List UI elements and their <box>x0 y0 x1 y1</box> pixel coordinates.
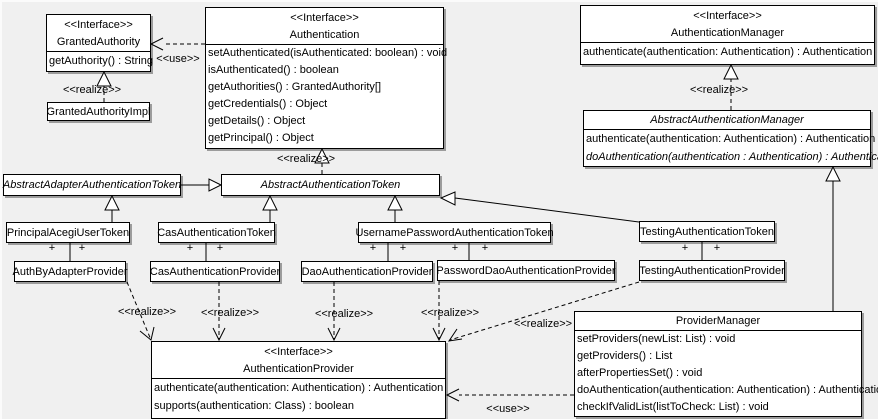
plus-marker: + <box>451 242 459 254</box>
compartment-separator: authenticate(authentication: Authenticat… <box>584 129 878 166</box>
compartment-separator: getAuthority() : String <box>47 51 153 71</box>
class-name: CasAuthenticationProvider <box>149 265 281 278</box>
class-name: AbstractAuthenticationManager <box>650 114 804 126</box>
plus-marker: + <box>186 242 194 254</box>
class-title: ProviderManager <box>575 312 861 330</box>
class-name: GrantedAuthority <box>56 36 141 48</box>
generalization-principalacegiusertoken <box>104 194 120 222</box>
realize-label: <<realize>> <box>314 308 374 320</box>
method-row: getAuthority() : String <box>49 55 153 67</box>
plus-marker: + <box>48 242 56 254</box>
class-name: UsernamePasswordAuthenticationToken <box>355 226 554 239</box>
use-label: <<use>> <box>156 53 200 65</box>
realize-label: <<realize>> <box>513 318 573 330</box>
plus-marker: + <box>78 242 86 254</box>
class-authentication-provider: <<Interface>> AuthenticationProvider aut… <box>151 341 446 419</box>
generalization-abstractadapterauthenticationtoken-abstractauthenticationtoken <box>181 178 223 192</box>
method-row: setProviders(newList: List) : void <box>577 333 736 345</box>
realize-label: <<realize>> <box>117 306 177 318</box>
use-dependency-providermanager-authenticationprovider <box>445 388 574 402</box>
class-title: <<Interface>> Authentication <box>206 8 443 44</box>
compartment-separator: authenticate(authentication: Authenticat… <box>152 378 445 415</box>
method-row: authenticate(authentication: Authenticat… <box>154 382 444 394</box>
method-row: getProviders() : List <box>577 350 673 362</box>
class-name: AuthenticationProvider <box>243 363 354 375</box>
method-row: authenticate(authentication: Authenticat… <box>583 46 873 58</box>
class-abstract-authentication-token: AbstractAuthenticationToken <box>221 174 440 196</box>
plus-marker: + <box>713 242 721 254</box>
method-row: checkIfValidList(listToCheck: List) : vo… <box>577 401 769 413</box>
class-title: AbstractAuthenticationManager <box>584 111 870 129</box>
method-row: getCredentials() : Object <box>208 98 328 110</box>
plus-marker: + <box>369 242 377 254</box>
class-principal-acegi-user-token: PrincipalAcegiUserToken <box>6 222 130 243</box>
class-name: AuthByAdapterProvider <box>12 265 128 278</box>
class-granted-authority: <<Interface>> GrantedAuthority getAuthor… <box>46 14 153 72</box>
class-name: AuthenticationManager <box>670 27 785 39</box>
generalization-providermanager-abstractauthenticationmanager <box>825 165 841 311</box>
realize-label: <<realize>> <box>276 153 336 165</box>
plus-marker: + <box>681 242 689 254</box>
stereotype-label: <<Interface>> <box>64 19 133 31</box>
class-abstract-adapter-authentication-token: AbstractAdapterAuthenticationToken <box>3 174 181 196</box>
stereotype-label: <<Interface>> <box>290 12 359 24</box>
class-auth-by-adapter-provider: AuthByAdapterProvider <box>12 261 128 282</box>
class-username-password-authentication-token: UsernamePasswordAuthenticationToken <box>355 222 554 243</box>
class-cas-authentication-provider: CasAuthenticationProvider <box>150 261 280 282</box>
class-name: DaoAuthenticationProvider <box>301 265 433 278</box>
compartment-separator: setProviders(newList: List) : void getPr… <box>575 330 878 416</box>
class-name: PasswordDaoAuthenticationProvider <box>436 264 616 277</box>
use-label: <<use>> <box>486 403 530 415</box>
method-row: getPrincipal() : Object <box>208 132 314 144</box>
compartment-separator: setAuthenticated(isAuthenticated: boolea… <box>206 44 448 147</box>
class-name: Authentication <box>289 29 360 41</box>
class-title: <<Interface>> GrantedAuthority <box>47 15 150 51</box>
class-name: GrantedAuthorityImpl <box>46 105 151 118</box>
class-authentication-manager: <<Interface>> AuthenticationManager auth… <box>580 5 875 65</box>
realize-label: <<realize>> <box>420 307 480 319</box>
method-row: setAuthenticated(isAuthenticated: boolea… <box>208 47 448 59</box>
realize-label: <<realize>> <box>689 84 749 96</box>
method-row: supports(authentication: Class) : boolea… <box>154 400 354 412</box>
generalization-casauthenticationtoken <box>262 194 278 222</box>
class-name: CasAuthenticationToken <box>157 226 276 239</box>
method-row: authenticate(authentication: Authenticat… <box>586 133 876 145</box>
class-title: <<Interface>> AuthenticationManager <box>581 6 874 42</box>
method-row: getAuthorities() : GrantedAuthority[] <box>208 81 382 93</box>
realize-label: <<realize>> <box>200 307 260 319</box>
class-granted-authority-impl: GrantedAuthorityImpl <box>47 102 150 121</box>
plus-marker: + <box>481 242 489 254</box>
use-dependency-authentication-grantedauthority <box>149 37 205 51</box>
plus-marker: + <box>399 242 407 254</box>
class-name: TestingAuthenticationToken <box>640 225 774 238</box>
method-row: isAuthenticated() : boolean <box>208 64 339 76</box>
class-dao-authentication-provider: DaoAuthenticationProvider <box>301 261 433 282</box>
plus-marker: + <box>216 242 224 254</box>
method-row: getDetails() : Object <box>208 115 306 127</box>
class-testing-authentication-provider: TestingAuthenticationProvider <box>639 260 785 281</box>
class-title: <<Interface>> AuthenticationProvider <box>152 342 445 378</box>
compartment-separator: authenticate(authentication: Authenticat… <box>581 42 874 61</box>
class-cas-authentication-token: CasAuthenticationToken <box>157 222 276 243</box>
generalization-usernamepasswordauthenticationtoken <box>387 194 403 222</box>
class-password-dao-authentication-provider: PasswordDaoAuthenticationProvider <box>436 260 616 281</box>
stereotype-label: <<Interface>> <box>693 10 762 22</box>
stereotype-label: <<Interface>> <box>264 346 333 358</box>
class-testing-authentication-token: TestingAuthenticationToken <box>639 221 775 242</box>
class-name: TestingAuthenticationProvider <box>639 264 785 277</box>
method-row: doAuthentication(authentication : Authen… <box>586 151 878 163</box>
class-authentication: <<Interface>> Authentication setAuthenti… <box>205 7 448 149</box>
realize-label: <<realize>> <box>62 84 122 96</box>
class-name: AbstractAuthenticationToken <box>260 179 401 191</box>
class-name: AbstractAdapterAuthenticationToken <box>2 179 182 191</box>
generalization-testingauthenticationtoken <box>439 191 640 223</box>
class-abstract-authentication-manager: AbstractAuthenticationManager authentica… <box>583 110 878 167</box>
method-row: afterPropertiesSet() : void <box>577 367 703 379</box>
class-name: ProviderManager <box>675 315 761 327</box>
class-name: PrincipalAcegiUserToken <box>6 226 130 239</box>
method-row: doAuthentication(authentication: Authent… <box>577 384 878 396</box>
class-provider-manager: ProviderManager setProviders(newList: Li… <box>574 311 878 417</box>
